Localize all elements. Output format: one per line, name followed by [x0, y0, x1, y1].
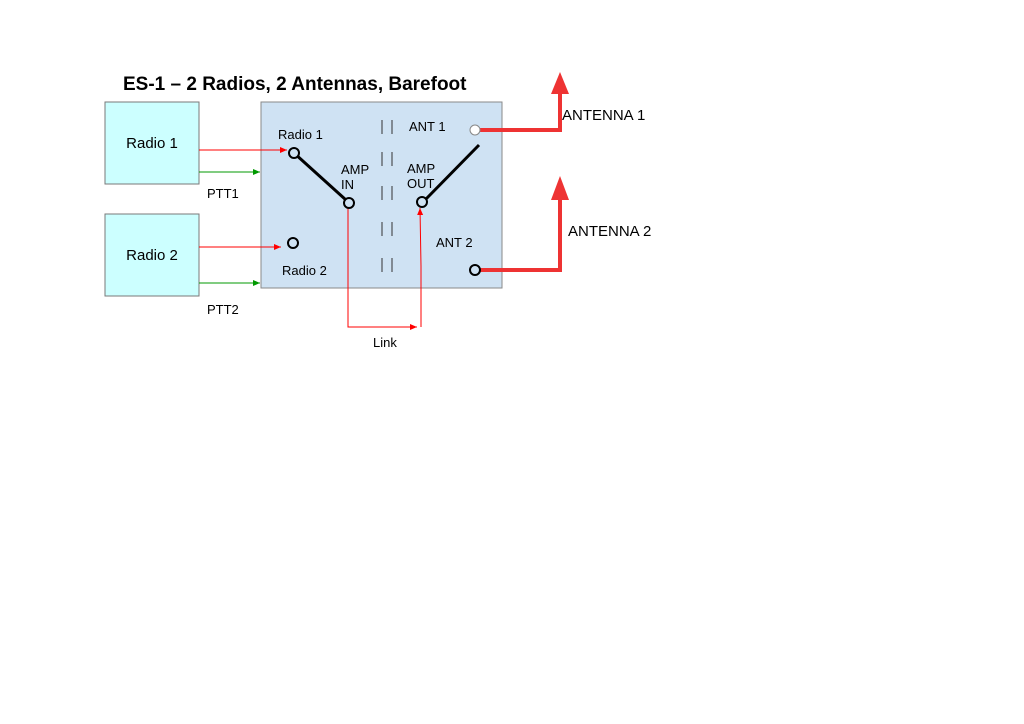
radio-2-label: Radio 2: [126, 247, 178, 264]
port-ant-1-label: ANT 1: [409, 119, 446, 134]
port-ant-2-terminal: [469, 264, 481, 276]
isolation-marks: [381, 120, 393, 272]
amp-in-label-line2: IN: [341, 177, 354, 192]
port-radio-2-terminal: [287, 237, 299, 249]
amp-out-terminal: [416, 196, 428, 208]
ptt-1-label: PTT1: [207, 186, 239, 201]
port-ant-2-label: ANT 2: [436, 235, 473, 250]
port-radio-1-terminal: [288, 147, 300, 159]
input-switch-blade: [292, 151, 348, 202]
port-ant-1-terminal: [469, 124, 481, 136]
output-switch-blade: [424, 143, 481, 201]
radio-1-box: [104, 101, 200, 185]
antenna-2-label: ANTENNA 2: [568, 223, 651, 240]
antenna-1-arrowhead-icon: [551, 72, 569, 94]
radio-2-unit: Radio 2: [104, 213, 200, 297]
amp-out-label-line1: AMP: [407, 161, 435, 176]
antenna-2-arrowhead-icon: [551, 176, 569, 200]
amp-out-label-line2: OUT: [407, 176, 435, 191]
radio-1-unit: Radio 1: [104, 101, 200, 185]
link-return-line: [417, 207, 424, 327]
diagram-title: ES-1 – 2 Radios, 2 Antennas, Barefoot: [123, 74, 467, 95]
antenna-2-feed: [479, 198, 562, 272]
radio-1-label: Radio 1: [126, 135, 178, 152]
amp-in-label-line1: AMP: [341, 162, 369, 177]
port-radio-2-label: Radio 2: [282, 263, 327, 278]
link-label: Link: [373, 335, 397, 350]
port-radio-1-label: Radio 1: [278, 127, 323, 142]
antenna-1-feed: [480, 92, 562, 132]
radio-2-box: [104, 213, 200, 297]
ptt-2-label: PTT2: [207, 302, 239, 317]
amp-in-terminal: [343, 197, 355, 209]
link-out-line: [347, 207, 417, 330]
antenna-1-label: ANTENNA 1: [562, 107, 645, 124]
